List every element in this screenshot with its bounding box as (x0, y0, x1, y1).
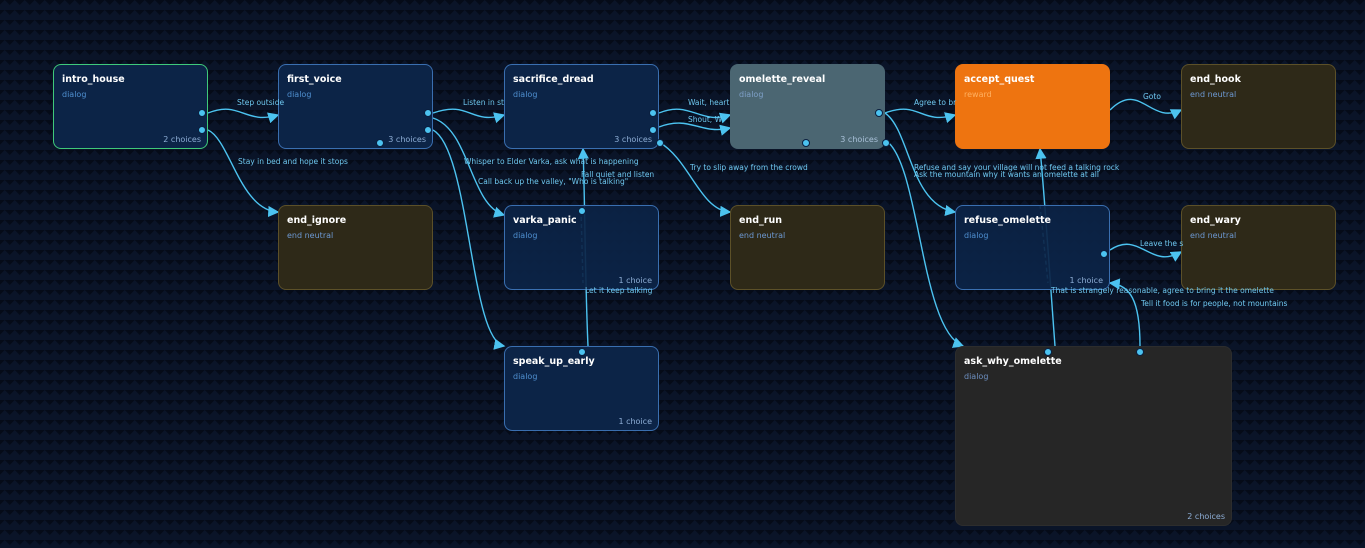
node-choices: 1 choice (1069, 276, 1103, 285)
node-title: first_voice (287, 74, 342, 85)
edge-label: Wait, heart (688, 98, 730, 107)
node-type: dialog (739, 90, 764, 99)
edge-label: Call back up the valley, "Who is talking… (478, 177, 629, 186)
output-port[interactable] (1100, 250, 1108, 258)
edge-label: Ask the mountain why it wants an omelett… (914, 170, 1099, 179)
edge-label: Goto (1143, 92, 1161, 101)
node-choices: 2 choices (163, 135, 201, 144)
node-choices: 3 choices (614, 135, 652, 144)
edge-label: Refuse and say your village will not fee… (914, 163, 1120, 172)
edge (432, 108, 506, 124)
output-port[interactable] (649, 126, 657, 134)
node-choices: 3 choices (840, 135, 878, 144)
edge-label: Let it keep talking (585, 286, 653, 295)
node-choices: 3 choices (388, 135, 426, 144)
edge (207, 108, 280, 124)
output-port[interactable] (578, 348, 586, 356)
edge-label: Try to slip away from the crowd (690, 163, 808, 172)
output-port[interactable] (198, 109, 206, 117)
edge (1109, 98, 1183, 120)
edge (207, 129, 280, 218)
edge-label: Whisper to Elder Varka, ask what is happ… (464, 157, 639, 166)
node-type: dialog (513, 372, 538, 381)
node-title: varka_panic (513, 215, 577, 226)
output-port[interactable] (198, 126, 206, 134)
edge-label: That is strangely reasonable, agree to b… (1051, 286, 1274, 295)
node-title: sacrifice_dread (513, 74, 594, 85)
edge-label: Tell it food is for people, not mountain… (1141, 299, 1288, 308)
node-type: dialog (513, 90, 538, 99)
edge-label: Stay in bed and hope it stops (238, 157, 348, 166)
node-type: dialog (62, 90, 87, 99)
node-title: end_ignore (287, 215, 347, 226)
node-type: dialog (964, 231, 989, 240)
node-title: end_wary (1190, 215, 1241, 226)
node-choices: 2 choices (1187, 512, 1225, 521)
node-title: omelette_reveal (739, 74, 826, 85)
edge (658, 141, 732, 217)
edge-label: Step outside (237, 98, 285, 107)
edge-label: Fall quiet and listen (581, 170, 655, 179)
node-choices: 1 choice (618, 276, 652, 285)
node-type: dialog (513, 231, 538, 240)
node-title: ask_why_omelette (964, 356, 1062, 367)
node-type: end neutral (739, 231, 786, 240)
node-title: speak_up_early (513, 356, 595, 367)
output-port[interactable] (1044, 348, 1052, 356)
output-port[interactable] (802, 139, 810, 147)
edge (658, 122, 732, 136)
node-title: refuse_omelette (964, 215, 1051, 226)
output-port[interactable] (578, 207, 586, 215)
output-port[interactable] (656, 139, 664, 147)
node-title: accept_quest (964, 74, 1035, 85)
node-type: end neutral (1190, 231, 1237, 240)
edge-label: Listen in st (463, 98, 504, 107)
edge (432, 117, 506, 218)
edge-label: Agree to br (914, 98, 957, 107)
node-choices: 1 choice (618, 417, 652, 426)
output-port[interactable] (376, 139, 384, 147)
node-title: end_hook (1190, 74, 1241, 85)
output-port[interactable] (1136, 348, 1144, 356)
node-type: reward (964, 90, 992, 99)
edge (884, 108, 957, 124)
output-port[interactable] (424, 126, 432, 134)
output-port[interactable] (424, 109, 432, 117)
node-title: end_run (739, 215, 782, 226)
node-type: end neutral (287, 231, 334, 240)
edge-label: Leave the s (1140, 239, 1184, 248)
node-type: dialog (287, 90, 312, 99)
node-type: dialog (964, 372, 989, 381)
output-port[interactable] (649, 109, 657, 117)
output-port[interactable] (875, 109, 883, 117)
output-port[interactable] (882, 139, 890, 147)
edge-label: Shout, W (688, 115, 722, 124)
node-title: intro_house (62, 74, 125, 85)
node-type: end neutral (1190, 90, 1237, 99)
